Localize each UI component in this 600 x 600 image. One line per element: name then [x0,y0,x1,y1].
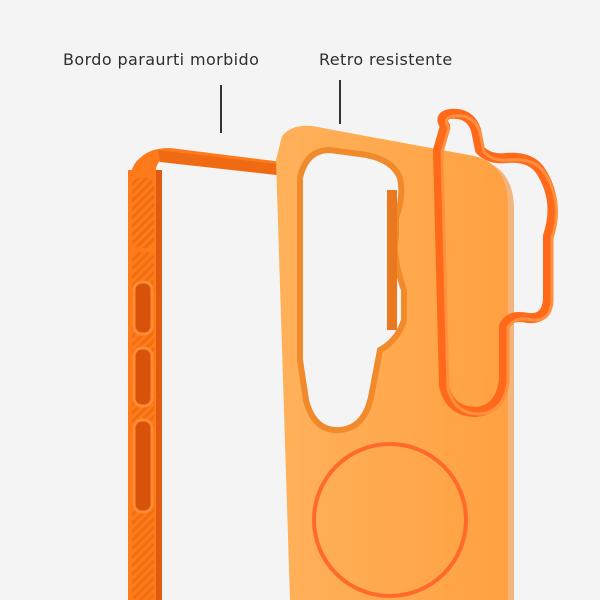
bumper-grip-top [132,178,154,248]
bumper-volume-down-button [132,418,154,514]
camera-ring-frame [433,108,558,417]
back-label: Retro resistente [319,50,453,69]
magsafe-ring [312,442,468,598]
rigid-back-shell [276,125,514,600]
bumper-label: Bordo paraurti morbido [63,50,260,69]
bumper-leader-line [220,85,222,133]
camera-ring-highlight [440,114,558,416]
bumper-volume-up-button [132,346,154,408]
bumper-power-button [132,280,154,336]
bumper-inner-edge [156,170,162,600]
camera-cutout [297,146,407,434]
back-leader-line [339,80,341,124]
soft-bumper-frame [128,148,412,600]
